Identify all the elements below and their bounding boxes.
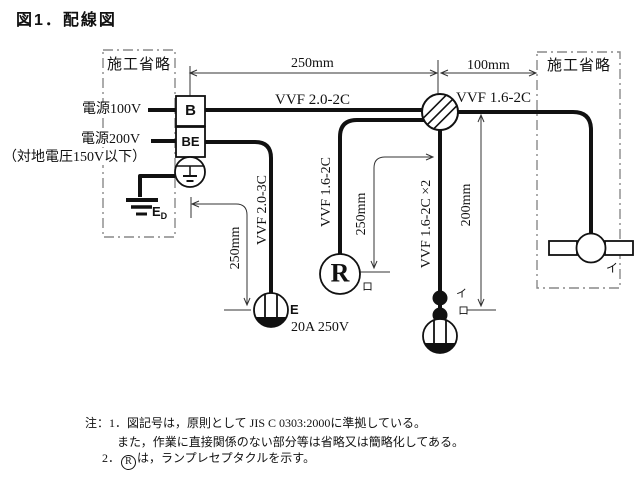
- page-title: 図1．配線図: [16, 12, 117, 29]
- light-branch-wire: [458, 110, 593, 234]
- note-line-1-cont: また，作業に直接関係のない部分等は省略又は簡略化してある。: [117, 435, 465, 449]
- receptacle-r-letter: R: [330, 258, 350, 288]
- earth-wire: [138, 174, 175, 197]
- lamp-receptacle-symbol: [319, 253, 361, 295]
- right-omission-label: 施工省略: [546, 58, 611, 74]
- outlet-e-branch-wire: [205, 140, 273, 293]
- dim-100-top-label: 100mm: [467, 58, 510, 73]
- cable-vvf20-2c-label: VVF 2.0-2C: [275, 92, 351, 108]
- cable-vvf16-2c-left-label: VVF 1.6-2C: [319, 156, 334, 228]
- dim-outlet-line: [192, 203, 248, 305]
- receptacle-circuit-label: ロ: [362, 281, 373, 293]
- switch-i-dot: [432, 290, 448, 306]
- switch-outlet-symbol: [422, 318, 458, 354]
- left-omission-label: 施工省略: [106, 57, 171, 73]
- arrow-icon: [188, 69, 198, 77]
- cable-vvf20-3c-label: VVF 2.0-3C: [255, 174, 270, 246]
- breaker-be-box: [175, 126, 206, 158]
- cable-vvf16-2c-right-label: VVF 1.6-2C: [456, 90, 532, 106]
- switch-ro-label: ロ: [458, 305, 469, 317]
- arrow-icon: [243, 297, 251, 307]
- dim-250-receptacle-label: 250mm: [354, 192, 369, 236]
- breaker-b-label: B: [185, 102, 196, 119]
- arrow-icon: [190, 200, 200, 208]
- power-200v-label: 電源200V: [80, 132, 142, 147]
- breaker-b-box: [175, 95, 206, 127]
- arrow-icon: [477, 113, 485, 123]
- dim-200-label: 200mm: [459, 183, 474, 227]
- dim-250-top-label: 250mm: [291, 56, 334, 71]
- breaker-be-label: BE: [181, 134, 200, 149]
- light-circuit-label: イ: [606, 261, 619, 275]
- arrow-icon: [477, 298, 485, 308]
- dim-receptacle-line: [373, 156, 433, 268]
- outlet-rating-label: 20A 250V: [291, 320, 349, 335]
- arrow-icon: [439, 69, 449, 77]
- note-line-1: 注：1．図記号は，原則として JIS C 0303:2000に準拠している。: [85, 416, 426, 430]
- right-omission-box: [536, 51, 621, 289]
- power-100v-label: 電源100V: [81, 102, 143, 117]
- ground-symbol: [126, 198, 158, 216]
- earth-ed-label: ED: [152, 204, 168, 221]
- cable-vvf16-2c-x2-label: VVF 1.6-2C ×2: [419, 179, 434, 269]
- outlet-earth-label: E: [290, 302, 299, 317]
- power-200v-sub-label: （対地電圧150V以下）: [2, 150, 148, 165]
- junction-box-symbol: [421, 93, 459, 131]
- dimension-lines: [188, 60, 538, 311]
- circled-r-icon: R: [121, 454, 137, 470]
- arrow-icon: [429, 69, 439, 77]
- receptacle-branch-wire: [338, 118, 424, 254]
- dim-250-outlet-label: 250mm: [228, 226, 243, 270]
- arrow-icon: [425, 153, 435, 161]
- wires: [138, 108, 593, 322]
- arrow-icon: [528, 69, 538, 77]
- arrow-icon: [370, 260, 378, 270]
- switch-i-label: イ: [456, 288, 467, 300]
- earth-terminal-symbol: [174, 156, 206, 188]
- outlet-e-symbol: [253, 292, 289, 328]
- fluorescent-light-symbol: [548, 232, 634, 264]
